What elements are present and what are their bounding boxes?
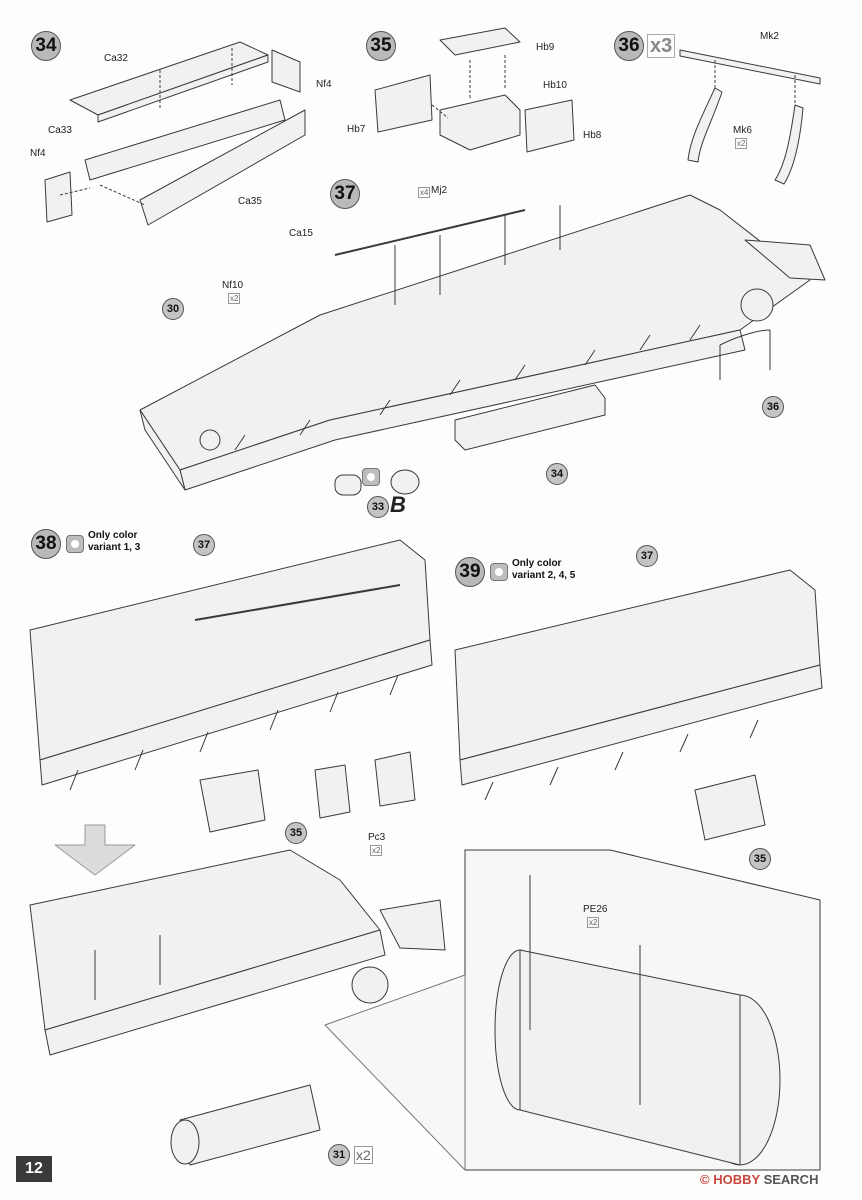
part-label-ca32: Ca32 (104, 53, 128, 64)
step-36-badge: 36 (614, 31, 644, 61)
page-number: 12 (16, 1156, 52, 1182)
part-qty-nf10: x2 (228, 293, 241, 304)
ref-circle-35: 35 (749, 848, 771, 870)
part-label-hb10: Hb10 (543, 80, 567, 91)
step-38-badge: 38 (31, 529, 61, 559)
part-label-nf4: Nf4 (316, 79, 332, 90)
part-label-ca15: Ca15 (289, 228, 313, 239)
step-34-badge: 34 (31, 31, 61, 61)
part-label-mk6: Mk6 (733, 125, 752, 136)
part-label-mj2: Mj2 (431, 185, 448, 196)
ref-circle-37: 37 (636, 545, 658, 567)
part-label-nf10: Nf10 (222, 280, 244, 291)
color-variant-icon (66, 535, 84, 553)
ref-circle-35: 35 (285, 822, 307, 844)
ref-circle-31: 31 (328, 1144, 350, 1166)
part-label-pe26: PE26 (583, 904, 608, 915)
step36-drawing (679, 49, 821, 185)
ref-33-suffix: B (390, 492, 406, 517)
step37-drawing (139, 194, 826, 496)
color-variant-icon (362, 468, 380, 486)
step35-drawing (374, 27, 575, 153)
ref-circle-37: 37 (193, 534, 215, 556)
part-label-mk2: Mk2 (760, 31, 779, 42)
part-label-ca33: Ca33 (48, 125, 72, 136)
ref-circle-36: 36 (762, 396, 784, 418)
step34-drawing (44, 41, 306, 226)
step-39-badge: 39 (455, 557, 485, 587)
part-qty-mj2: x4 (418, 187, 431, 198)
step39-detail-inset (324, 849, 821, 1171)
step38-drawing-bottom (29, 849, 446, 1166)
down-arrow (54, 824, 136, 876)
step39-drawing (454, 569, 823, 841)
part-label-hb8: Hb8 (583, 130, 602, 141)
ref-31-qty: x2 (354, 1146, 373, 1164)
part-qty-pe26: x2 (587, 917, 600, 928)
part-label-ca35: Ca35 (238, 196, 262, 207)
part-qty-pc3: x2 (370, 845, 383, 856)
part-label-nf4: Nf4 (30, 148, 46, 159)
color-variant-icon (490, 563, 508, 581)
part-qty-mk6: x2 (735, 138, 748, 149)
step38-drawing-top (29, 539, 433, 833)
part-label-pc3: Pc3 (368, 832, 386, 843)
watermark: © HOBBY SEARCH (700, 1172, 819, 1187)
ref-circle-33: 33 (367, 496, 389, 518)
step-37-badge: 37 (330, 179, 360, 209)
ref-circle-34: 34 (546, 463, 568, 485)
step-35-badge: 35 (366, 31, 396, 61)
step-36-quantity: x3 (647, 34, 676, 58)
part-label-hb9: Hb9 (536, 42, 555, 53)
part-label-hb7: Hb7 (347, 124, 366, 135)
ref-circle-30: 30 (162, 298, 184, 320)
